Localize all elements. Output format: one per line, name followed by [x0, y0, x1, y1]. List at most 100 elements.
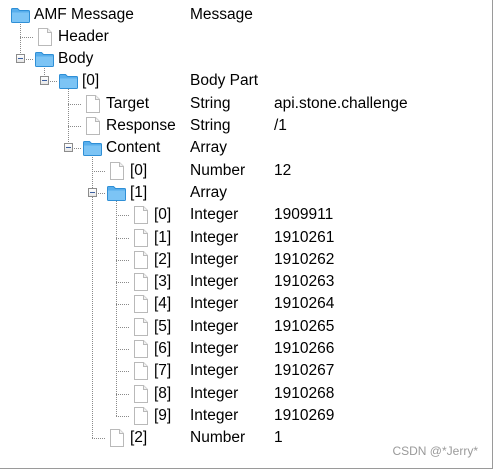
node-label: Body [58, 50, 94, 67]
file-icon [110, 162, 124, 180]
collapse-toggle[interactable] [40, 76, 49, 85]
collapse-toggle[interactable] [16, 54, 25, 63]
file-icon [134, 273, 148, 291]
tree-connector [116, 394, 129, 395]
tree-connector [116, 238, 129, 239]
file-icon [86, 117, 100, 135]
node-value: 12 [274, 162, 292, 179]
file-icon [134, 295, 148, 313]
folder-icon [59, 74, 78, 89]
node-type: Integer [190, 273, 239, 290]
file-icon [134, 340, 148, 358]
tree-row-amf-message[interactable]: AMF Message Message [0, 4, 492, 26]
node-label: [0] [130, 162, 148, 179]
node-label: AMF Message [34, 6, 134, 23]
tree-row-body[interactable]: Body [0, 48, 492, 70]
node-value: 1910265 [274, 318, 335, 335]
tree-connector [116, 349, 129, 350]
tree-row-header[interactable]: Header [0, 26, 492, 48]
node-value: 1910264 [274, 295, 335, 312]
node-type: Message [190, 6, 253, 23]
tree-connector [20, 59, 33, 60]
tree-connector [92, 193, 105, 194]
tree-row-body-part-0[interactable]: [0]Body Part [0, 70, 492, 92]
collapse-toggle[interactable] [64, 143, 73, 152]
node-value: 1909911 [274, 206, 334, 223]
node-type: String [190, 95, 231, 112]
node-value: /1 [274, 117, 287, 134]
node-label: [6] [154, 340, 172, 357]
tree-row-array-5[interactable]: [5] Integer 1910265 [0, 316, 492, 338]
node-type: Body Part [190, 72, 259, 89]
node-label: [4] [154, 295, 172, 312]
node-label: Target [106, 95, 150, 112]
node-label: [9] [154, 407, 172, 424]
tree-connector [116, 260, 129, 261]
node-label: Header [58, 28, 109, 45]
tree-connector [68, 104, 81, 105]
tree-connector [116, 282, 129, 283]
file-icon [110, 429, 124, 447]
file-icon [134, 229, 148, 247]
node-type: Number [190, 429, 246, 446]
node-type: Integer [190, 318, 239, 335]
tree-row-array-7[interactable]: [7] Integer 1910267 [0, 360, 492, 382]
tree-branch-line [116, 199, 117, 416]
file-icon [134, 318, 148, 336]
file-icon [134, 385, 148, 403]
collapse-toggle[interactable] [88, 188, 97, 197]
node-label: Content [106, 139, 161, 156]
node-type: Integer [190, 251, 239, 268]
tree-connector [116, 371, 129, 372]
node-label: [7] [154, 362, 172, 379]
node-type: Array [190, 184, 228, 201]
node-type: Number [190, 162, 246, 179]
folder-icon [11, 8, 30, 23]
tree-connector [92, 171, 105, 172]
node-type: Integer [190, 362, 239, 379]
file-icon [38, 28, 52, 46]
tree-branch-line [20, 21, 21, 59]
node-type: Integer [190, 340, 239, 357]
file-icon [134, 206, 148, 224]
watermark: CSDN @*Jerry* [392, 444, 478, 458]
node-value: 1910267 [274, 362, 335, 379]
node-label: [8] [154, 385, 172, 402]
node-type: String [190, 117, 231, 134]
tree-row-content-1[interactable]: [1] Array [0, 182, 492, 204]
node-type: Integer [190, 206, 239, 223]
folder-icon [83, 141, 102, 156]
node-label: [5] [154, 318, 172, 335]
node-value: 1910269 [274, 407, 335, 424]
node-value: 1910268 [274, 385, 335, 402]
node-label: [1] [130, 184, 148, 201]
tree-row-target[interactable]: Target String api.stone.challenge [0, 93, 492, 115]
node-value: api.stone.challenge [274, 95, 408, 112]
tree-connector [68, 126, 81, 127]
node-label: [3] [154, 273, 172, 290]
tree-row-array-4[interactable]: [4] Integer 1910264 [0, 293, 492, 315]
tree-row-content-0[interactable]: [0] Number 12 [0, 160, 492, 182]
file-icon [134, 362, 148, 380]
folder-icon [35, 52, 54, 67]
node-type: Integer [190, 295, 239, 312]
node-value: 1 [274, 429, 283, 446]
tree-connector [68, 148, 81, 149]
tree-connector [116, 215, 129, 216]
tree-row-array-0[interactable]: [0] Integer 1909911 [0, 204, 492, 226]
node-label: [0] [154, 206, 172, 223]
file-icon [134, 251, 148, 269]
tree-branch-line [92, 154, 93, 438]
tree-branch-line [44, 65, 45, 81]
